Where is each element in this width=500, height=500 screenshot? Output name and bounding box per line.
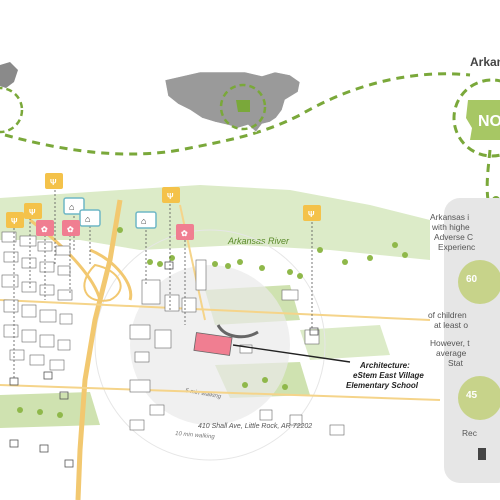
- stat-circle-2: [458, 376, 500, 420]
- museum-pin-3[interactable]: ⌂: [135, 211, 157, 229]
- curved-building: [216, 324, 259, 339]
- panel-text-line-4: Experienc: [438, 242, 476, 252]
- panel-however-line-1: However, t: [430, 338, 470, 348]
- landmark-pin-3[interactable]: ✿: [176, 224, 194, 240]
- tree-cluster: [17, 227, 408, 418]
- arkansas-state-shape: [466, 100, 500, 140]
- shall-ave-road: [0, 299, 431, 321]
- route-dashed-drop: [485, 149, 492, 201]
- panel-however-line-2: average: [436, 348, 467, 358]
- highway-main: [75, 199, 123, 500]
- building-blocks-left: [1, 231, 73, 371]
- museum-icon: ⌂: [85, 214, 90, 224]
- stat-value-1: 60: [466, 274, 478, 285]
- panel-mid-line-1: of children: [428, 310, 467, 320]
- arkansas-highlight-usa: [236, 100, 250, 112]
- panel-mid-line-2: at least o: [434, 320, 468, 330]
- book-icon: [478, 448, 486, 460]
- food-pin-1[interactable]: Ψ: [45, 173, 63, 189]
- world-focus-ring: [0, 86, 24, 134]
- stats-panel: Arkansas i with highe Adverse C Experien…: [428, 198, 500, 483]
- fork-knife-icon: Ψ: [11, 217, 18, 226]
- landmark-pin-1[interactable]: ✿: [36, 220, 54, 236]
- panel-however-line-3: Stat: [448, 358, 463, 368]
- fork-knife-icon: Ψ: [167, 192, 174, 201]
- park-south: [0, 392, 100, 428]
- stat-value-2: 45: [466, 390, 478, 401]
- highway-loop: [83, 263, 122, 302]
- panel-text-line-3: Adverse C: [434, 232, 474, 242]
- food-pin-4[interactable]: Ψ: [6, 212, 24, 228]
- museum-icon: ⌂: [69, 202, 74, 212]
- arkansas-title: Arkansas: [470, 55, 500, 69]
- school-label-3: Elementary School: [346, 381, 419, 390]
- school-label-1: Architecture:: [359, 361, 410, 370]
- school-pointer-line: [232, 344, 351, 363]
- fork-knife-icon: Ψ: [50, 178, 57, 187]
- address-label: 410 Shall Ave, Little Rock, AR 72202: [198, 423, 312, 430]
- building-blocks-center: [129, 259, 345, 436]
- school-label-2: eStem East Village: [353, 371, 424, 380]
- food-pin-3[interactable]: Ψ: [303, 205, 321, 221]
- panel-footer: Rec: [462, 428, 477, 438]
- museum-icon: ⌂: [141, 216, 146, 226]
- museum-pin-1[interactable]: ⌂: [63, 197, 85, 215]
- usa-map: [164, 71, 301, 133]
- school-building[interactable]: [193, 332, 233, 356]
- arkansas-badge: NO: [478, 113, 500, 130]
- landmark-pin-2[interactable]: ✿: [62, 220, 80, 236]
- route-dashed-line: [4, 72, 471, 156]
- stat-circle-1: [458, 260, 500, 304]
- fork-knife-icon: Ψ: [308, 210, 315, 219]
- walk-radius-10: [94, 229, 326, 461]
- landmark-icon: ✿: [41, 225, 48, 234]
- arkansas-focus-ring: [452, 78, 500, 158]
- river-park-zone: [0, 185, 430, 260]
- park-east: [300, 325, 390, 360]
- landmark-icon: ✿: [67, 225, 74, 234]
- panel-text-line-2: with highe: [432, 222, 470, 232]
- panel-text-line-1: Arkansas i: [430, 212, 470, 222]
- world-landmass: [0, 62, 18, 88]
- landmark-icon: ✿: [181, 229, 188, 238]
- food-pin-5[interactable]: Ψ: [24, 203, 42, 219]
- museum-pin-2[interactable]: ⌂: [79, 209, 101, 227]
- walk-10-label: 10 min walking: [175, 431, 216, 440]
- street-south: [0, 384, 441, 401]
- usa-focus-ring: [219, 83, 267, 131]
- pin-stems: [13, 190, 313, 380]
- fork-knife-icon: Ψ: [29, 208, 36, 217]
- house-icons: [9, 261, 319, 468]
- highway-ramp-b: [89, 248, 133, 301]
- food-pin-2[interactable]: Ψ: [162, 187, 180, 203]
